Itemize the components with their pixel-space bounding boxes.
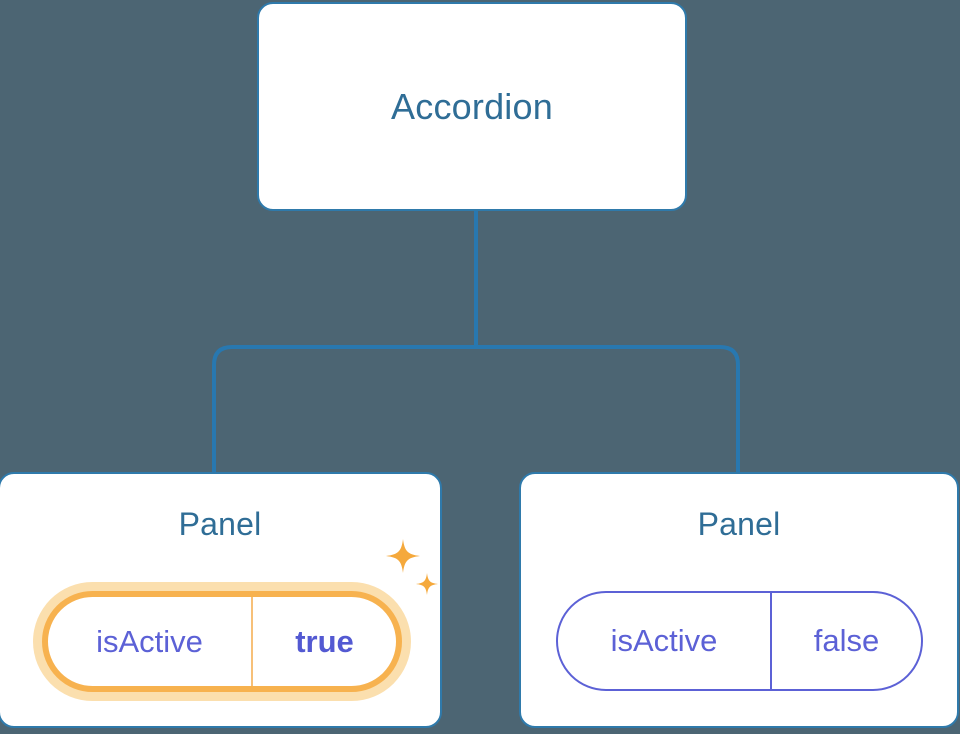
prop-pill-isactive-false[interactable]: isActive false xyxy=(556,591,923,691)
prop-value-true: true xyxy=(295,623,354,659)
prop-pill-highlighted[interactable]: isActive true xyxy=(33,582,411,701)
prop-value-false: false xyxy=(813,623,880,658)
node-title-accordion: Accordion xyxy=(391,85,553,127)
node-title-panel-left: Panel xyxy=(178,506,262,542)
node-title-panel-right: Panel xyxy=(697,506,781,542)
prop-key-isactive-right: isActive xyxy=(558,593,772,689)
node-accordion[interactable]: Accordion xyxy=(257,2,687,211)
prop-key-isactive-left: isActive xyxy=(48,597,253,686)
prop-pill-isactive-true[interactable]: isActive true xyxy=(42,591,402,692)
